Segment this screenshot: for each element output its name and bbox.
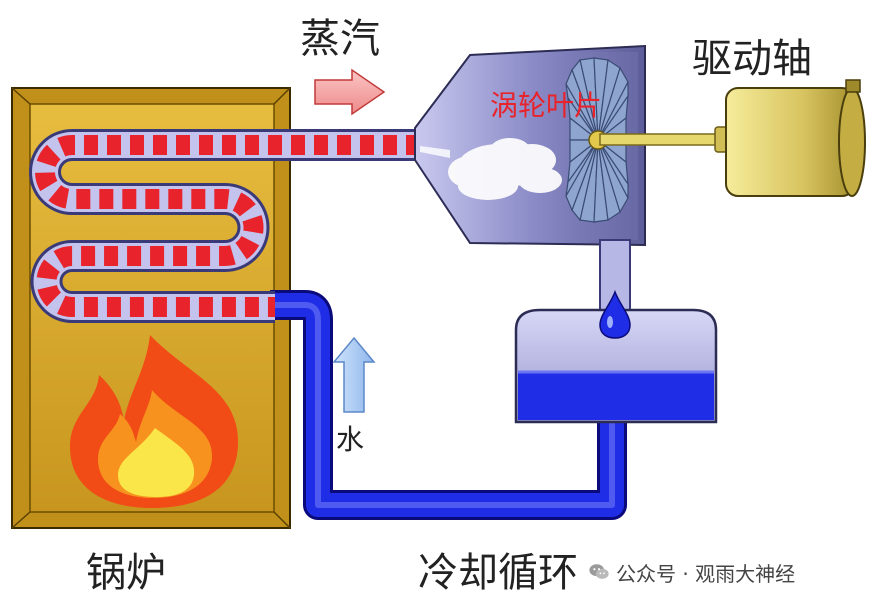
cooling-cycle-label: 冷却循环: [418, 550, 578, 596]
flame-icon: [70, 335, 239, 508]
steam-cloud: [448, 138, 562, 200]
water-arrow-up-icon: [332, 336, 376, 413]
boiler-label: 锅炉: [86, 550, 166, 596]
water-drop-icon: [599, 289, 631, 339]
drive-shaft-label: 驱动轴: [692, 36, 812, 82]
steam-coil: [29, 129, 420, 323]
water-pipe: [270, 290, 627, 520]
generator-drum: [725, 79, 866, 197]
watermark-text: 公众号 · 观雨大神经: [616, 561, 796, 586]
wechat-icon: [589, 564, 609, 579]
water-label: 水: [336, 423, 365, 456]
turbine-blades-icon: [565, 57, 629, 223]
watermark: 公众号 · 观雨大神经: [588, 558, 795, 586]
steam-arrow-right-icon: [314, 68, 386, 116]
steam-label: 蒸汽: [300, 16, 380, 62]
turbine-blades-label: 涡轮叶片: [490, 89, 603, 122]
condenser-tank: [514, 308, 718, 424]
